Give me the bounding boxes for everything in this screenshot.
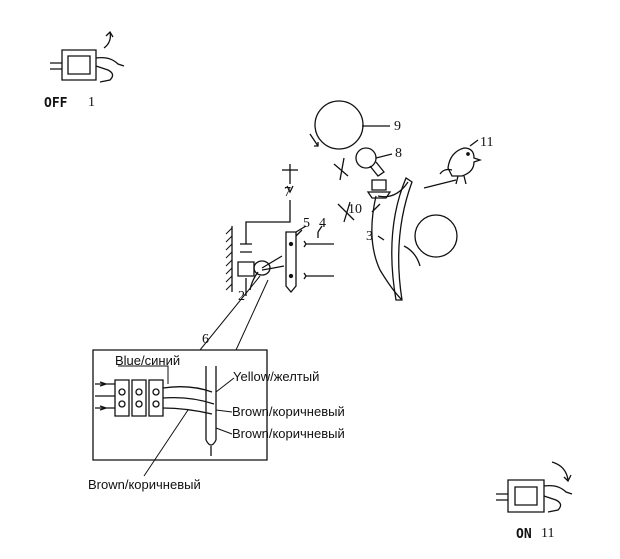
yellow-leader [216, 378, 234, 392]
part-9-label: 9 [394, 119, 401, 134]
leader-7 [246, 200, 290, 244]
part-10-label: 10 [348, 202, 362, 217]
wire-connection-knot [250, 256, 284, 290]
wire-bundle [163, 387, 214, 414]
bird-icon [424, 148, 480, 188]
step-off-number: 1 [88, 95, 95, 110]
wire-yellow-label: Yellow/желтый [233, 369, 320, 384]
part-4-label: 4 [319, 216, 326, 231]
part-11-label: 11 [480, 135, 494, 150]
part-6-label: 6 [202, 332, 209, 347]
step-on-number: 11 [541, 526, 555, 541]
part-5-label: 5 [303, 216, 310, 231]
part-11-leader [470, 140, 478, 146]
screws-4 [304, 232, 334, 279]
brown-c-leader [144, 410, 188, 476]
part-4-leader [318, 226, 322, 232]
globe-shade-9 [315, 101, 363, 149]
holder-10-leader [372, 204, 380, 212]
zoom-lines [200, 276, 268, 350]
part-3-label: 3 [366, 229, 373, 244]
mounting-plate [286, 230, 302, 292]
hand-switch-off-icon [50, 32, 124, 82]
step-on-word: ON [516, 527, 532, 542]
wire-brown-b-label: Brown/коричневый [232, 426, 345, 441]
part-2-label: 2 [238, 289, 245, 304]
globe-9-arrow [310, 134, 318, 146]
lamp-arms [372, 178, 420, 300]
step-off-word: OFF [44, 96, 68, 111]
wall-hatch [226, 226, 232, 292]
blue-leader [118, 366, 168, 384]
hand-switch-on-icon [496, 462, 572, 512]
part-7-label: 7 [284, 185, 291, 200]
bulb-8-leader [376, 154, 392, 158]
bulb-icon [334, 148, 384, 180]
screwdriver-icon [282, 164, 298, 192]
fixture-leads [206, 366, 216, 456]
brown-a-leader [216, 410, 232, 412]
part-5-leader [296, 226, 306, 232]
wire-brown-a-label: Brown/коричневый [232, 404, 345, 419]
part-8-label: 8 [395, 146, 402, 161]
terminal-block-icon [115, 380, 163, 416]
wiring-detail-box [93, 350, 267, 460]
globe-shade-icon [415, 215, 457, 257]
lamp-holder-10 [338, 180, 390, 222]
incoming-wires [95, 382, 115, 410]
wire-brown-c-label: Brown/коричневый [88, 477, 201, 492]
part-3-leader [378, 236, 384, 240]
dowel [238, 244, 254, 276]
brown-b-leader [216, 428, 232, 434]
wire-blue-label: Blue/синий [115, 353, 181, 368]
